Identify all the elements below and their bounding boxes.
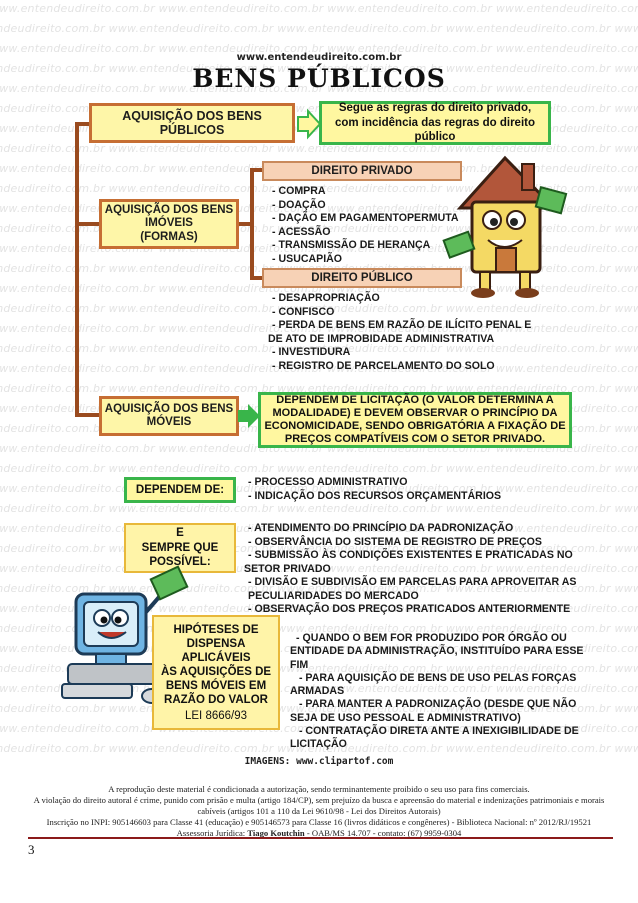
list-item: - CONFISCO: [272, 306, 531, 320]
site-url: www.entendeudireito.com.br: [0, 52, 638, 63]
list-item: - COMPRA: [272, 185, 459, 199]
list-item: - USUCAPIÃO: [272, 253, 459, 267]
watermark-line: www.entendeudireito.com.br www.entendeud…: [0, 502, 638, 515]
list-item: - OBSERVÂNCIA DO SISTEMA DE REGISTRO DE …: [248, 536, 576, 550]
sempre-label-line-1: E: [176, 526, 184, 540]
direito-privado-list: - COMPRA - DOAÇÃO - DAÇÃO EM PAGAMENTOPE…: [272, 185, 459, 266]
imoveis-label-line-1: AQUISIÇÃO DOS BENS: [105, 204, 233, 217]
watermark-line: www.entendeudireito.com.br www.entendeud…: [0, 462, 638, 475]
footer-line-1: A reprodução deste material é condiciona…: [20, 784, 618, 795]
list-item: - PROCESSO ADMINISTRATIVO: [248, 476, 501, 490]
dispensa-law: LEI 8666/93: [185, 709, 247, 723]
moveis-label-line-1: AQUISIÇÃO DOS BENS: [105, 403, 233, 416]
aquisicao-bens-publicos-box: AQUISIÇÃO DOS BENS PÚBLICOS: [89, 103, 295, 143]
list-item: SEJA DE USO PESSOAL E ADMINISTRATIVO): [290, 712, 584, 725]
dispensa-label-line-4: BENS MÓVEIS EM: [166, 679, 266, 693]
footer-line-2: A violação do direito autoral é crime, p…: [20, 795, 618, 817]
list-item: - ATENDIMENTO DO PRINCÍPIO DA PADRONIZAÇ…: [248, 522, 576, 536]
imoveis-label-line-2: IMÓVEIS: [145, 217, 193, 230]
aquisicao-bens-imoveis-box: AQUISIÇÃO DOS BENS IMÓVEIS (FORMAS): [99, 199, 239, 249]
list-item: - PARA MANTER A PADRONIZAÇÃO (DESDE QUE …: [296, 698, 584, 711]
list-item: - INDICAÇÃO DOS RECURSOS ORÇAMENTÁRIOS: [248, 490, 501, 504]
green-arrow-right-icon: [298, 111, 320, 137]
list-item: ENTIDADE DA ADMINISTRAÇÃO, INSTITUÍDO PA…: [290, 645, 584, 658]
list-item: - DOAÇÃO: [272, 199, 459, 213]
regras-note-box: Segue as regras do direito privado, com …: [319, 101, 551, 145]
list-item: - INVESTIDURA: [272, 346, 531, 360]
direito-privado-header-text: DIREITO PRIVADO: [311, 165, 412, 177]
dependem-de-list: - PROCESSO ADMINISTRATIVO - INDICAÇÃO DO…: [248, 476, 501, 503]
list-item: - DIVISÃO E SUBDIVISÃO EM PARCELAS PARA …: [248, 576, 576, 590]
moveis-label-line-2: MÓVEIS: [147, 416, 192, 429]
list-item: PECULIARIDADES DO MERCADO: [248, 590, 576, 604]
dispensa-label-line-3: ÀS AQUISIÇÕES DE: [161, 665, 271, 679]
connector-to-imoveis: [75, 222, 101, 226]
footer: A reprodução deste material é condiciona…: [20, 784, 618, 839]
list-item: - TRANSMISSÃO DE HERANÇA: [272, 239, 459, 253]
house-mascot-illustration: [450, 150, 568, 300]
list-item: SETOR PRIVADO: [244, 563, 576, 577]
list-item: - QUANDO O BEM FOR PRODUZIDO POR ÓRGÃO O…: [296, 632, 584, 645]
licitacao-line-1: DEPENDEM DE LICITAÇÃO (O VALOR DETERMINA…: [276, 394, 553, 407]
aquisicao-bens-moveis-box: AQUISIÇÃO DOS BENS MÓVEIS: [99, 396, 239, 436]
list-item: - OBSERVAÇÃO DOS PREÇOS PRATICADOS ANTER…: [248, 603, 576, 617]
connector-imoveis-vertical: [250, 170, 254, 280]
list-item: LICITAÇÃO: [290, 738, 584, 751]
footer-rule: [28, 837, 613, 839]
list-item: ARMADAS: [290, 685, 584, 698]
list-item: - DAÇÃO EM PAGAMENTOPERMUTA: [272, 212, 459, 226]
list-item: FIM: [290, 659, 584, 672]
dependem-de-box: DEPENDEM DE:: [124, 477, 236, 503]
list-item: - REGISTRO DE PARCELAMENTO DO SOLO: [272, 360, 531, 374]
dependem-de-label: DEPENDEM DE:: [136, 483, 224, 497]
list-item: - PARA AQUISIÇÃO DE BENS DE USO PELAS FO…: [296, 672, 584, 685]
dispensa-label-line-5: RAZÃO DO VALOR: [164, 693, 268, 707]
dispensa-label-line-2: DISPENSA APLICÁVEIS: [154, 637, 278, 665]
watermark-line: www.entendeudireito.com.br www.entendeud…: [0, 2, 638, 15]
aquisicao-bens-publicos-label: AQUISIÇÃO DOS BENS PÚBLICOS: [92, 109, 292, 138]
list-item: - SUBMISSÃO ÀS CONDIÇÕES EXISTENTES E PR…: [248, 549, 576, 563]
sempre-que-possivel-list: - ATENDIMENTO DO PRINCÍPIO DA PADRONIZAÇ…: [248, 522, 576, 617]
dispensa-list: - QUANDO O BEM FOR PRODUZIDO POR ÓRGÃO O…: [296, 632, 584, 752]
licitacao-line-2: MODALIDADE) E DEVEM OBSERVAR O PRINCÍPIO…: [272, 407, 557, 420]
sempre-que-possivel-box: E SEMPRE QUE POSSÍVEL:: [124, 523, 236, 573]
licitacao-line-3: ECONOMICIDADE, SENDO OBRIGATÓRIA A FIXAÇ…: [264, 420, 565, 433]
list-item: - PERDA DE BENS EM RAZÃO DE ILÍCITO PENA…: [272, 319, 531, 333]
green-arrow-right-icon: [238, 404, 260, 428]
imoveis-label-line-3: (FORMAS): [140, 231, 198, 244]
watermark-line: www.entendeudireito.com.br www.entendeud…: [0, 22, 638, 35]
footer-line-3: Inscrição no INPI: 905146603 para Classe…: [20, 817, 618, 828]
direito-publico-list: - DESAPROPRIAÇÃO - CONFISCO - PERDA DE B…: [272, 292, 531, 373]
sempre-label-line-3: POSSÍVEL:: [149, 555, 210, 569]
direito-privado-header: DIREITO PRIVADO: [262, 161, 462, 181]
dispensa-box: HIPÓTESES DE DISPENSA APLICÁVEIS ÀS AQUI…: [152, 615, 280, 730]
regras-note-text: Segue as regras do direito privado, com …: [330, 101, 540, 144]
connector-vertical-main: [75, 125, 79, 417]
page-number: 3: [28, 842, 35, 858]
image-credit: IMAGENS: www.clipartof.com: [0, 756, 638, 767]
page-title: BENS PÚBLICOS: [0, 64, 638, 93]
direito-publico-header-text: DIREITO PÚBLICO: [311, 272, 412, 284]
list-item: DE ATO DE IMPROBIDADE ADMINISTRATIVA: [268, 333, 531, 347]
licitacao-box: DEPENDEM DE LICITAÇÃO (O VALOR DETERMINA…: [258, 392, 572, 448]
connector-to-moveis: [75, 413, 101, 417]
direito-publico-header: DIREITO PÚBLICO: [262, 268, 462, 288]
sempre-label-line-2: SEMPRE QUE: [142, 541, 219, 555]
list-item: - CONTRATAÇÃO DIRETA ANTE A INEXIGIBILID…: [296, 725, 584, 738]
licitacao-line-4: PREÇOS COMPATÍVEIS COM O SETOR PRIVADO.: [285, 433, 545, 446]
list-item: - ACESSÃO: [272, 226, 459, 240]
dispensa-label-line-1: HIPÓTESES DE: [174, 623, 259, 637]
